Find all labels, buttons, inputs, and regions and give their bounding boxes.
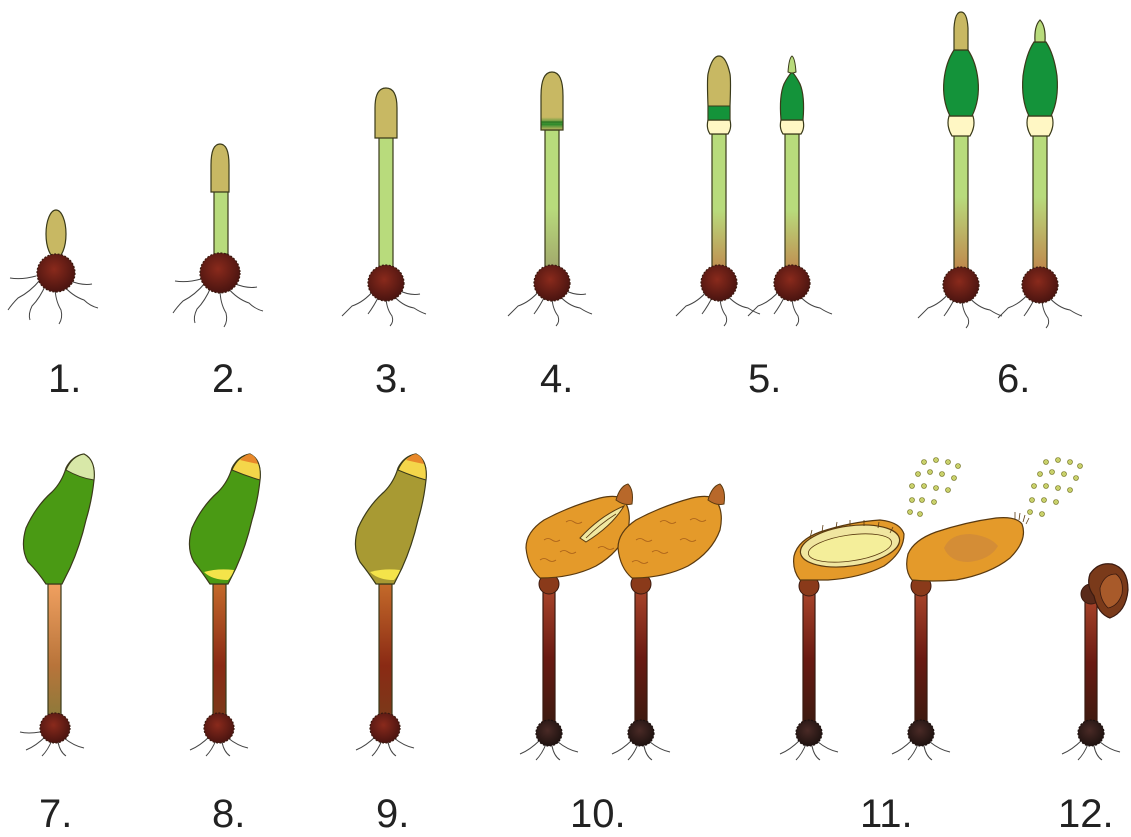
stage-label-12: 12. <box>1058 792 1114 836</box>
stage-10a-foot <box>536 720 562 746</box>
stage-9-seta <box>379 584 392 720</box>
stage-7-sporophyte <box>20 454 94 756</box>
stage-10b-seta <box>635 590 647 726</box>
stage-5a-apophysis <box>707 120 730 134</box>
stage-10-sporophyte-b <box>612 484 725 760</box>
stage-12-seta <box>1085 598 1097 728</box>
stage-5b-foot <box>774 265 810 301</box>
stage-1-sporophyte <box>8 210 98 324</box>
stage-3-foot <box>368 265 404 301</box>
stage-6-sporophyte-a <box>918 12 1002 328</box>
stage-label-9: 9. <box>376 792 409 836</box>
stage-6b-foot <box>1022 267 1058 303</box>
stage-3-calyptra <box>375 88 397 138</box>
spore-cloud-b <box>1028 458 1083 517</box>
stage-label-1: 1. <box>48 357 81 401</box>
stage-6a-calyptra <box>954 12 968 50</box>
stage-7-seta <box>48 584 61 720</box>
stage-8-foot <box>204 713 234 743</box>
stage-4-seta <box>545 130 559 272</box>
stage-4-foot <box>534 265 570 301</box>
stage-8-seta <box>213 584 226 720</box>
stage-5b-seta <box>785 134 799 272</box>
stage-12-sporophyte <box>1062 564 1128 760</box>
stage-7-foot <box>40 713 70 743</box>
stage-6b-seta <box>1033 134 1047 274</box>
stage-label-2: 2. <box>212 357 245 401</box>
stage-6b-apophysis <box>1027 116 1053 136</box>
stage-5b-capsule <box>780 72 803 120</box>
stage-6a-apophysis <box>948 116 974 136</box>
stage-6b-calyptra <box>1035 20 1045 42</box>
stage-8-sporophyte <box>189 454 260 756</box>
stage-10a-seta <box>543 590 555 726</box>
stage-4-sporophyte <box>508 72 592 326</box>
stage-5a-seta <box>712 134 726 272</box>
stage-12-foot <box>1078 720 1104 746</box>
stage-9-foot <box>370 713 400 743</box>
stage-1-calyptra <box>46 210 66 258</box>
stage-5b-apophysis <box>780 120 803 134</box>
stage-2-foot <box>200 253 240 293</box>
spore-cloud-a <box>908 458 961 517</box>
stage-2-calyptra <box>211 144 229 192</box>
stage-5b-calyptra <box>788 56 796 73</box>
stage-10b-capsule <box>618 496 721 578</box>
stage-11-sporophyte-a <box>780 519 904 760</box>
stage-label-3: 3. <box>375 357 408 401</box>
stage-10a-capsule <box>526 496 629 578</box>
stage-10b-foot <box>628 720 654 746</box>
stage-10b-operculum <box>708 484 725 505</box>
stage-label-7: 7. <box>39 792 72 836</box>
stage-label-10: 10. <box>570 792 626 836</box>
stage-label-8: 8. <box>212 792 245 836</box>
stage-6b-capsule <box>1023 42 1058 116</box>
stage-2-sporophyte <box>173 144 263 327</box>
stage-label-4: 4. <box>540 357 573 401</box>
stage-11b-seta <box>915 592 927 726</box>
stage-6a-capsule <box>944 50 979 116</box>
stage-6-sporophyte-b <box>998 20 1082 328</box>
stage-11a-seta <box>803 592 815 726</box>
stage-5a-foot <box>701 265 737 301</box>
stage-6a-seta <box>954 134 968 274</box>
stage-5-sporophyte-a <box>676 56 760 326</box>
stage-label-11: 11. <box>860 792 913 836</box>
stage-9-sporophyte <box>355 454 426 756</box>
stage-10-sporophyte-a <box>520 484 633 760</box>
stage-10a-operculum <box>616 484 633 505</box>
stage-3-seta <box>379 136 393 270</box>
stage-11-sporophyte-b <box>892 512 1029 760</box>
stage-label-6: 6. <box>997 357 1030 401</box>
stage-3-sporophyte <box>342 88 426 326</box>
stage-label-5: 5. <box>748 357 781 401</box>
stage-11b-foot <box>908 720 934 746</box>
stage-4-capsule <box>541 72 563 130</box>
stage-2-seta <box>214 190 228 254</box>
stage-5-sporophyte-b <box>748 56 832 326</box>
stage-6a-foot <box>943 267 979 303</box>
stage-11a-foot <box>796 720 822 746</box>
stage-1-foot <box>37 254 75 292</box>
